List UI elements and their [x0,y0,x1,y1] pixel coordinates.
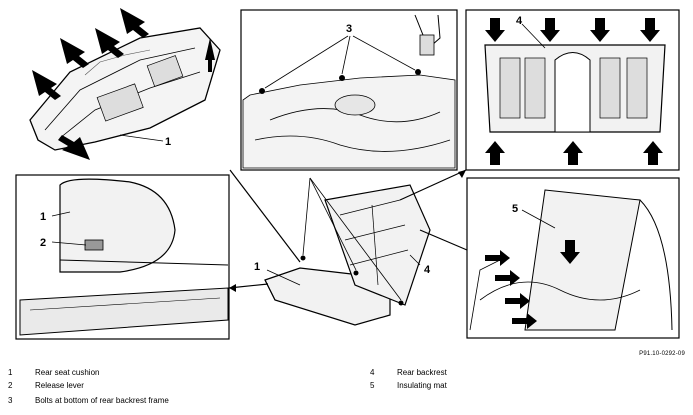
callout-2: 2 [40,237,46,249]
callout-4: 4 [516,15,523,27]
arrow-icon [485,240,580,329]
callout-3: 3 [346,23,352,35]
legend-number: 5 [370,381,375,390]
legend-label: Insulating mat [397,381,447,390]
panel-seat-cushion: 1 [29,8,221,160]
callout-1: 1 [165,136,171,148]
legend-label: Rear backrest [397,368,447,377]
legend-number: 2 [8,381,13,390]
legend-item: 5 Insulating mat [370,381,570,391]
legend-item: 1 Rear seat cushion [8,368,228,378]
callout-5: 5 [512,203,518,215]
center-seat-assembly: 1 4 [254,177,431,326]
callout-1: 1 [40,211,46,223]
legend-number: 1 [8,368,13,377]
panel-backrest-frame: 4 [465,9,680,171]
technical-diagram: 1 3 4 [15,8,680,340]
legend-item: 3 Bolts at bottom of rear backrest frame [8,396,268,406]
legend-label: Release lever [35,381,84,390]
callout-1: 1 [254,261,260,273]
callout-4: 4 [424,264,431,276]
panel-release-lever: 1 2 [15,174,230,340]
legend-item: 2 Release lever [8,381,228,391]
figure-code: P91.10-0292-09 [639,351,685,357]
panel-bolts-floor: 3 [240,9,458,171]
legend-label: Bolts at bottom of rear backrest frame [35,396,169,405]
legend-number: 3 [8,396,13,405]
legend-label: Rear seat cushion [35,368,100,377]
leader-arrowheads [229,170,466,292]
panel-insulating-mat: 5 [466,177,680,339]
arrow-icon [32,8,215,160]
arrow-icon [485,18,663,165]
legend-number: 4 [370,368,375,377]
legend-item: 4 Rear backrest [370,368,570,378]
